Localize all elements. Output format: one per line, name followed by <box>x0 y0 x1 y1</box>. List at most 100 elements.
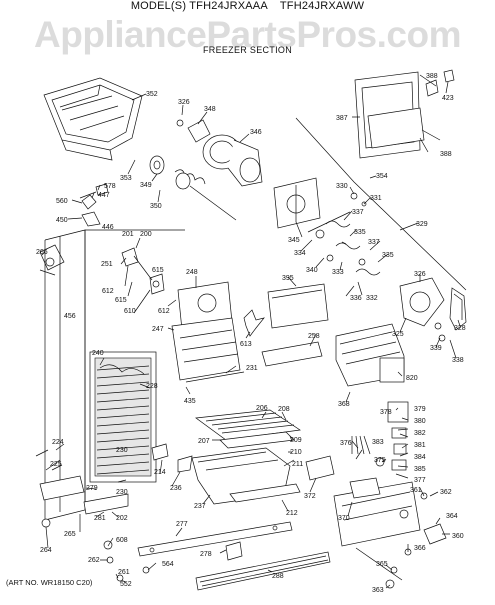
part-label-435: 435 <box>184 398 196 405</box>
part-label-212: 212 <box>286 510 298 517</box>
part-label-384: 384 <box>414 454 426 461</box>
shelf-206 <box>195 409 301 441</box>
part-labels: 352 326 348 346 353 349 350 578 447 560 … <box>36 73 466 594</box>
part-label-326b: 326 <box>414 271 426 278</box>
part-label-231: 231 <box>246 365 258 372</box>
part-label-385: 385 <box>414 466 426 473</box>
door-shelf-387 <box>354 69 455 159</box>
part-label-339: 339 <box>430 345 442 352</box>
coil-line <box>96 437 150 443</box>
part-label-578: 578 <box>104 183 116 190</box>
part-label-354: 354 <box>376 173 388 180</box>
part-label-206: 206 <box>256 405 268 412</box>
section-title: FREEZER SECTION <box>202 45 292 55</box>
coil-line <box>96 469 150 475</box>
coil-line <box>96 405 150 411</box>
leader-lines <box>41 74 461 589</box>
model-header: MODEL(S) TFH24JRXAAA TFH24JRXAWW <box>0 0 495 12</box>
part-label-200: 200 <box>140 231 152 238</box>
auger-assembly <box>149 155 237 221</box>
part-label-388a: 388 <box>426 73 438 80</box>
part-label-337b: 337 <box>368 239 380 246</box>
part-label-338: 338 <box>452 357 464 364</box>
part-label-328: 328 <box>454 325 466 332</box>
part-label-353: 353 <box>120 175 132 182</box>
part-label-325: 325 <box>392 331 404 338</box>
cover-372 <box>305 455 335 481</box>
part-label-615b: 615 <box>115 297 127 304</box>
part-label-237: 237 <box>194 503 206 510</box>
part-label-330: 330 <box>336 183 348 190</box>
part-label-377: 377 <box>414 477 426 484</box>
part-label-277: 277 <box>176 521 188 528</box>
coil-line <box>96 373 150 379</box>
part-label-381: 381 <box>414 442 426 449</box>
coil-line <box>96 445 150 451</box>
part-label-224: 224 <box>52 439 64 446</box>
part-label-202: 202 <box>116 515 128 522</box>
part-label-333: 333 <box>332 269 344 276</box>
part-label-228: 228 <box>146 383 158 390</box>
valve-box-370 <box>333 477 421 547</box>
part-label-612a: 612 <box>102 288 114 295</box>
part-label-236: 236 <box>170 485 182 492</box>
part-label-820: 820 <box>406 375 418 382</box>
part-label-258: 258 <box>308 333 320 340</box>
part-label-251: 251 <box>101 261 113 268</box>
part-label-368: 368 <box>338 401 350 408</box>
water-valve-parts <box>307 192 381 276</box>
coil-line <box>96 461 150 467</box>
part-label-336: 336 <box>350 295 362 302</box>
part-label-346: 346 <box>250 129 262 136</box>
part-label-247: 247 <box>152 326 164 333</box>
basket-211 <box>191 447 301 505</box>
part-label-610: 610 <box>124 308 136 315</box>
part-label-379: 379 <box>414 406 426 413</box>
evaporator-228 <box>89 351 157 483</box>
part-label-211: 211 <box>292 461 303 468</box>
part-label-375: 375 <box>374 457 386 464</box>
part-label-388b: 388 <box>440 151 452 158</box>
watermark: AppliancePartsPros.com <box>34 14 461 55</box>
part-label-288: 288 <box>272 573 284 580</box>
model-number-2: TFH24JRXAWW <box>279 0 365 12</box>
coil-line <box>96 421 150 427</box>
part-label-348: 348 <box>204 106 216 113</box>
part-label-350: 350 <box>150 203 162 210</box>
panel-258 <box>261 341 323 367</box>
part-label-230a: 230 <box>116 447 128 454</box>
part-label-335a: 335 <box>354 229 366 236</box>
part-label-248: 248 <box>186 269 198 276</box>
part-label-331: 331 <box>370 195 382 202</box>
coil-line <box>96 413 150 419</box>
part-label-264: 264 <box>40 547 52 554</box>
part-label-281: 281 <box>94 515 106 522</box>
part-label-552: 552 <box>120 581 132 588</box>
part-label-240: 240 <box>92 350 104 357</box>
part-label-337a: 337 <box>352 209 364 216</box>
cover-395 <box>267 283 329 329</box>
model-number-1: TFH24JRXAAA <box>189 0 268 12</box>
part-label-230b: 230 <box>116 489 128 496</box>
part-label-380: 380 <box>414 418 426 425</box>
part-label-395: 395 <box>282 275 294 282</box>
part-label-564: 564 <box>162 561 174 568</box>
ice-bucket-352 <box>43 77 143 161</box>
fitting-parts <box>355 492 447 589</box>
part-label-456: 456 <box>64 313 76 320</box>
part-label-262: 262 <box>88 557 100 564</box>
bracket-279 <box>39 475 129 515</box>
part-label-378: 378 <box>380 409 392 416</box>
part-label-209: 209 <box>290 437 302 444</box>
part-label-370: 370 <box>338 515 350 522</box>
part-label-278: 278 <box>200 551 212 558</box>
part-label-612b: 612 <box>158 308 170 315</box>
part-label-383: 383 <box>372 439 384 446</box>
part-label-201: 201 <box>122 231 134 238</box>
model-prefix: MODEL(S) <box>130 0 187 12</box>
ice-maker-mount-345 <box>273 177 321 229</box>
part-label-214: 214 <box>154 469 166 476</box>
part-label-423: 423 <box>442 95 454 102</box>
